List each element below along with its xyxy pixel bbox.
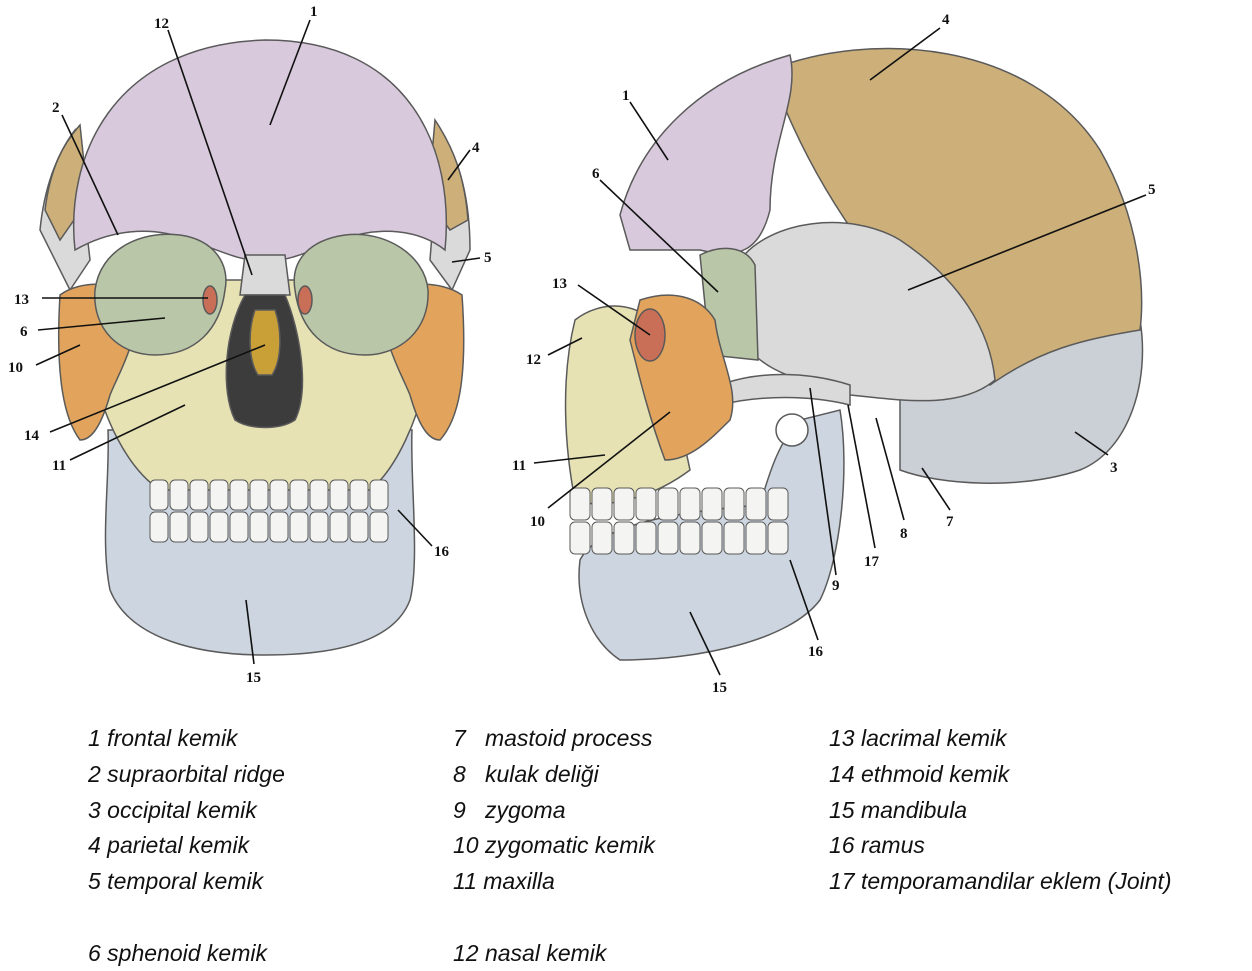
front-callout-11: 11 bbox=[52, 458, 66, 474]
tooth bbox=[210, 512, 228, 542]
side-callout-3: 3 bbox=[1110, 460, 1118, 476]
skull-anatomy-figure: 1 2 4 5 6 10 11 12 13 14 15 16 1 3 4 5 6… bbox=[0, 0, 1252, 700]
side-ear-hole bbox=[776, 414, 808, 446]
side-callout-15: 15 bbox=[712, 680, 727, 696]
front-callout-5: 5 bbox=[484, 250, 492, 266]
side-callout-6: 6 bbox=[592, 166, 600, 182]
legend-item-12: 12 nasal kemik bbox=[453, 942, 606, 965]
front-callout-6: 6 bbox=[20, 324, 28, 340]
legend-item-14: 14 ethmoid kemik bbox=[829, 763, 1009, 786]
tooth bbox=[570, 488, 590, 520]
tooth bbox=[570, 522, 590, 554]
tooth bbox=[310, 512, 328, 542]
legend-item-16: 16 ramus bbox=[829, 834, 925, 857]
front-callout-16: 16 bbox=[434, 544, 450, 560]
tooth bbox=[290, 512, 308, 542]
tooth bbox=[702, 488, 722, 520]
legend-item-13: 13 lacrimal kemik bbox=[829, 727, 1007, 750]
legend-item-11: 11 maxilla bbox=[453, 870, 555, 893]
front-lacrimal-left bbox=[203, 286, 217, 314]
tooth bbox=[724, 488, 744, 520]
tooth bbox=[190, 480, 208, 510]
front-frontal-bone bbox=[74, 40, 447, 262]
front-callout-12: 12 bbox=[154, 16, 169, 32]
legend-item-7: 7 mastoid process bbox=[453, 727, 652, 750]
legend-item-4: 4 parietal kemik bbox=[88, 834, 249, 857]
tooth bbox=[658, 522, 678, 554]
side-callout-1: 1 bbox=[622, 88, 630, 104]
legend-item-3: 3 occipital kemik bbox=[88, 799, 257, 822]
tooth bbox=[370, 480, 388, 510]
front-lacrimal-right bbox=[298, 286, 312, 314]
tooth bbox=[636, 522, 656, 554]
front-view-skull bbox=[40, 40, 470, 655]
side-view-skull bbox=[566, 49, 1143, 660]
side-callout-5: 5 bbox=[1148, 182, 1156, 198]
tooth bbox=[614, 522, 634, 554]
side-callout-16: 16 bbox=[808, 644, 824, 660]
front-callout-14: 14 bbox=[24, 428, 40, 444]
tooth bbox=[150, 512, 168, 542]
side-zygoma-arch bbox=[720, 374, 850, 405]
tooth bbox=[310, 480, 328, 510]
tooth bbox=[190, 512, 208, 542]
side-callout-11: 11 bbox=[512, 458, 526, 474]
leader-side-17 bbox=[848, 405, 875, 548]
tooth bbox=[230, 512, 248, 542]
tooth bbox=[768, 488, 788, 520]
tooth bbox=[250, 480, 268, 510]
tooth bbox=[768, 522, 788, 554]
side-callout-10: 10 bbox=[530, 514, 545, 530]
tooth bbox=[724, 522, 744, 554]
tooth bbox=[680, 488, 700, 520]
tooth bbox=[170, 480, 188, 510]
tooth bbox=[658, 488, 678, 520]
legend-item-8: 8 kulak deliği bbox=[453, 763, 599, 786]
tooth bbox=[210, 480, 228, 510]
tooth bbox=[250, 512, 268, 542]
legend-item-9: 9 zygoma bbox=[453, 799, 566, 822]
tooth bbox=[330, 512, 348, 542]
tooth bbox=[170, 512, 188, 542]
tooth bbox=[370, 512, 388, 542]
front-callout-13: 13 bbox=[14, 292, 29, 308]
legend-item-6: 6 sphenoid kemik bbox=[88, 942, 267, 965]
tooth bbox=[350, 480, 368, 510]
side-callout-12: 12 bbox=[526, 352, 541, 368]
legend-item-10: 10 zygomatic kemik bbox=[453, 834, 655, 857]
tooth bbox=[270, 480, 288, 510]
side-callout-13: 13 bbox=[552, 276, 567, 292]
legend-item-2: 2 supraorbital ridge bbox=[88, 763, 285, 786]
front-callout-4: 4 bbox=[472, 140, 480, 156]
legend-item-17: 17 temporamandilar eklem (Joint) bbox=[829, 870, 1172, 893]
tooth bbox=[330, 480, 348, 510]
tooth bbox=[702, 522, 722, 554]
tooth bbox=[592, 522, 612, 554]
side-callout-4: 4 bbox=[942, 12, 950, 28]
front-ethmoid bbox=[250, 310, 280, 375]
tooth bbox=[746, 522, 766, 554]
front-callout-1: 1 bbox=[310, 4, 318, 20]
front-callout-10: 10 bbox=[8, 360, 23, 376]
tooth bbox=[270, 512, 288, 542]
tooth bbox=[680, 522, 700, 554]
legend-item-1: 1 frontal kemik bbox=[88, 727, 238, 750]
side-callout-7: 7 bbox=[946, 514, 954, 530]
tooth bbox=[636, 488, 656, 520]
tooth bbox=[230, 480, 248, 510]
side-callout-8: 8 bbox=[900, 526, 908, 542]
tooth bbox=[290, 480, 308, 510]
tooth bbox=[350, 512, 368, 542]
tooth bbox=[746, 488, 766, 520]
tooth bbox=[614, 488, 634, 520]
side-callout-17: 17 bbox=[864, 554, 880, 570]
legend-item-5: 5 temporal kemik bbox=[88, 870, 263, 893]
side-callout-9: 9 bbox=[832, 578, 840, 594]
front-callout-2: 2 bbox=[52, 100, 60, 116]
tooth bbox=[150, 480, 168, 510]
front-callout-15: 15 bbox=[246, 670, 261, 686]
legend-item-15: 15 mandibula bbox=[829, 799, 967, 822]
tooth bbox=[592, 488, 612, 520]
